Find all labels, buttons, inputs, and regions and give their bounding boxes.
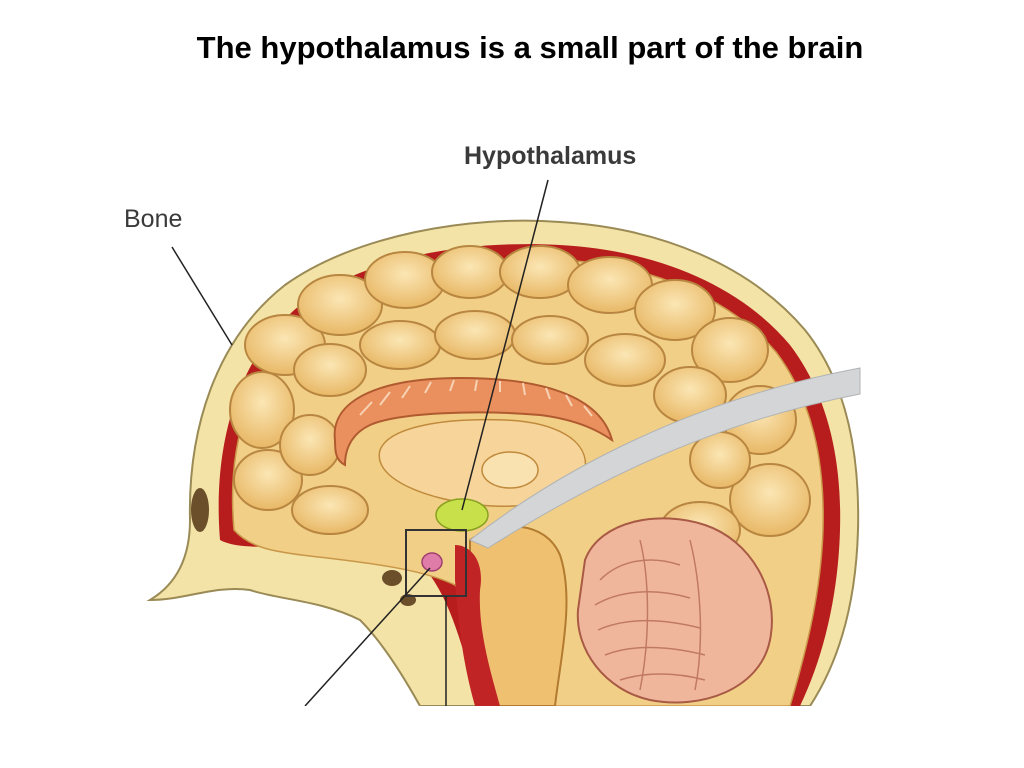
gyrus: [584, 333, 666, 387]
gyrus: [293, 343, 367, 397]
gyrus: [279, 414, 341, 476]
gyrus: [431, 245, 509, 299]
label-hypothalamus: Hypothalamus: [464, 142, 636, 170]
sinus-cavity: [382, 570, 402, 586]
corpus-callosum: [333, 376, 614, 467]
gyrus: [729, 463, 811, 537]
leader-line-bone: [171, 246, 233, 346]
zoom-box: [405, 529, 467, 597]
gyrus: [233, 449, 303, 511]
slide-title: The hypothalamus is a small part of the …: [196, 30, 864, 65]
gyrus: [297, 274, 383, 336]
thalamus-inner: [481, 451, 539, 489]
gyri-group: [229, 245, 811, 559]
sinus-cavity: [191, 488, 209, 532]
gyrus: [359, 320, 441, 370]
leader-line-pituitary: [304, 567, 431, 706]
corpus-callosum-striations: [359, 379, 593, 417]
label-bone: Bone: [124, 205, 182, 233]
cerebellum-folds: [594, 539, 706, 691]
brainstem-pointer-band: [469, 367, 861, 549]
hypothalamus-region: [435, 498, 489, 532]
gyrus: [229, 371, 295, 449]
gyrus: [511, 315, 589, 365]
gyrus: [291, 485, 369, 535]
leader-line-hypothalamus: [461, 179, 549, 511]
gyrus: [691, 317, 769, 383]
gyrus: [634, 279, 716, 341]
pituitary-gland: [421, 552, 443, 572]
